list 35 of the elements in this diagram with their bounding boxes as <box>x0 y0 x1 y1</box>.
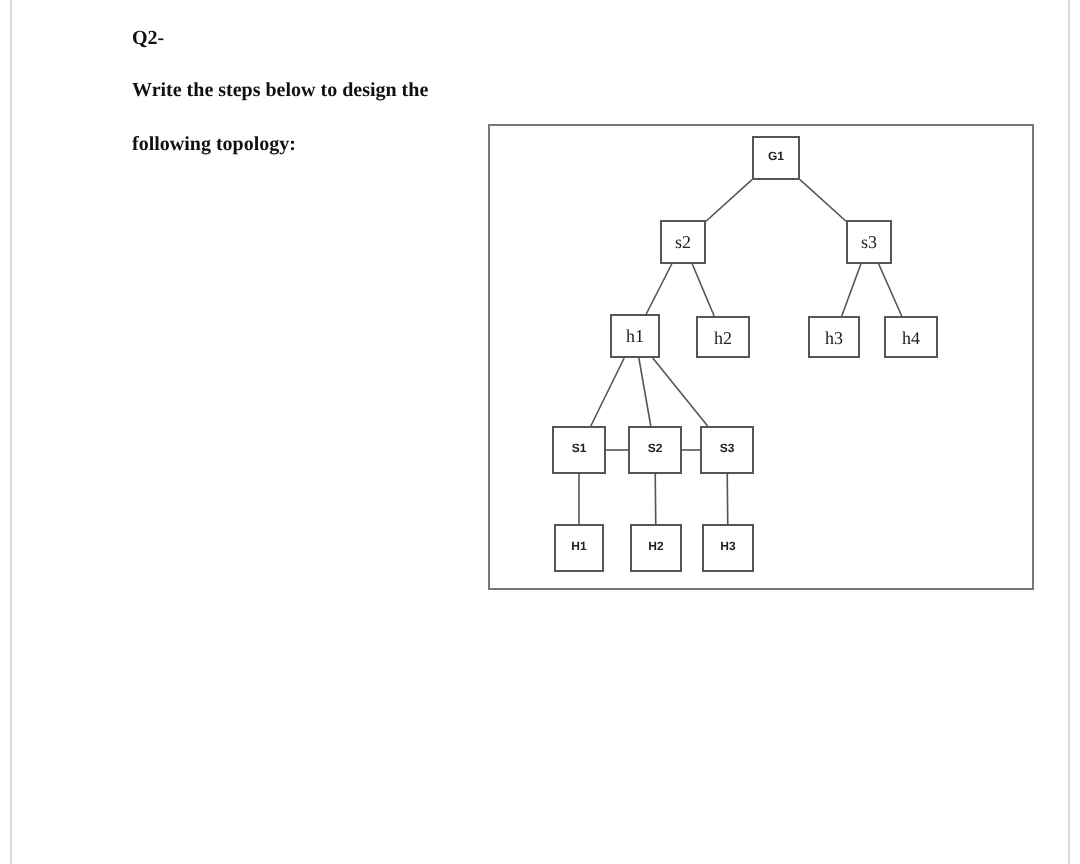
device-label: s2 <box>674 232 691 252</box>
connection-line <box>681 449 701 451</box>
network-device-box <box>630 524 682 572</box>
device-label: h3 <box>825 327 843 347</box>
connection-line <box>638 357 652 427</box>
network-device-box <box>554 524 604 572</box>
network-device-box <box>628 426 682 474</box>
device-label: h4 <box>902 327 920 347</box>
connection-line <box>645 263 673 315</box>
question-text: Q2- <box>132 26 165 54</box>
device-label: s3 <box>860 232 877 252</box>
device-label: h2 <box>714 327 732 347</box>
network-device-box <box>884 316 938 358</box>
connection-line <box>726 473 729 525</box>
network-device-box <box>752 136 800 180</box>
network-device-box <box>552 426 606 474</box>
network-device-box <box>610 314 660 358</box>
network-device-box <box>660 220 706 264</box>
network-device-box <box>808 316 860 358</box>
connection-line <box>705 178 753 223</box>
connection-line <box>840 263 862 317</box>
network-device-box <box>702 524 754 572</box>
connection-line <box>654 473 657 525</box>
connection-line <box>877 263 903 317</box>
network-device-box <box>846 220 892 264</box>
connection-line <box>605 449 629 451</box>
connection-line <box>651 357 709 427</box>
network-device-box <box>696 316 750 358</box>
connection-line <box>799 178 847 223</box>
device-label: h1 <box>626 326 644 346</box>
connection-line <box>590 357 625 427</box>
connection-line <box>578 473 580 525</box>
question-text: Write the steps below to design the following topology: <box>132 78 431 160</box>
connection-line <box>691 263 715 317</box>
network-device-box <box>700 426 754 474</box>
